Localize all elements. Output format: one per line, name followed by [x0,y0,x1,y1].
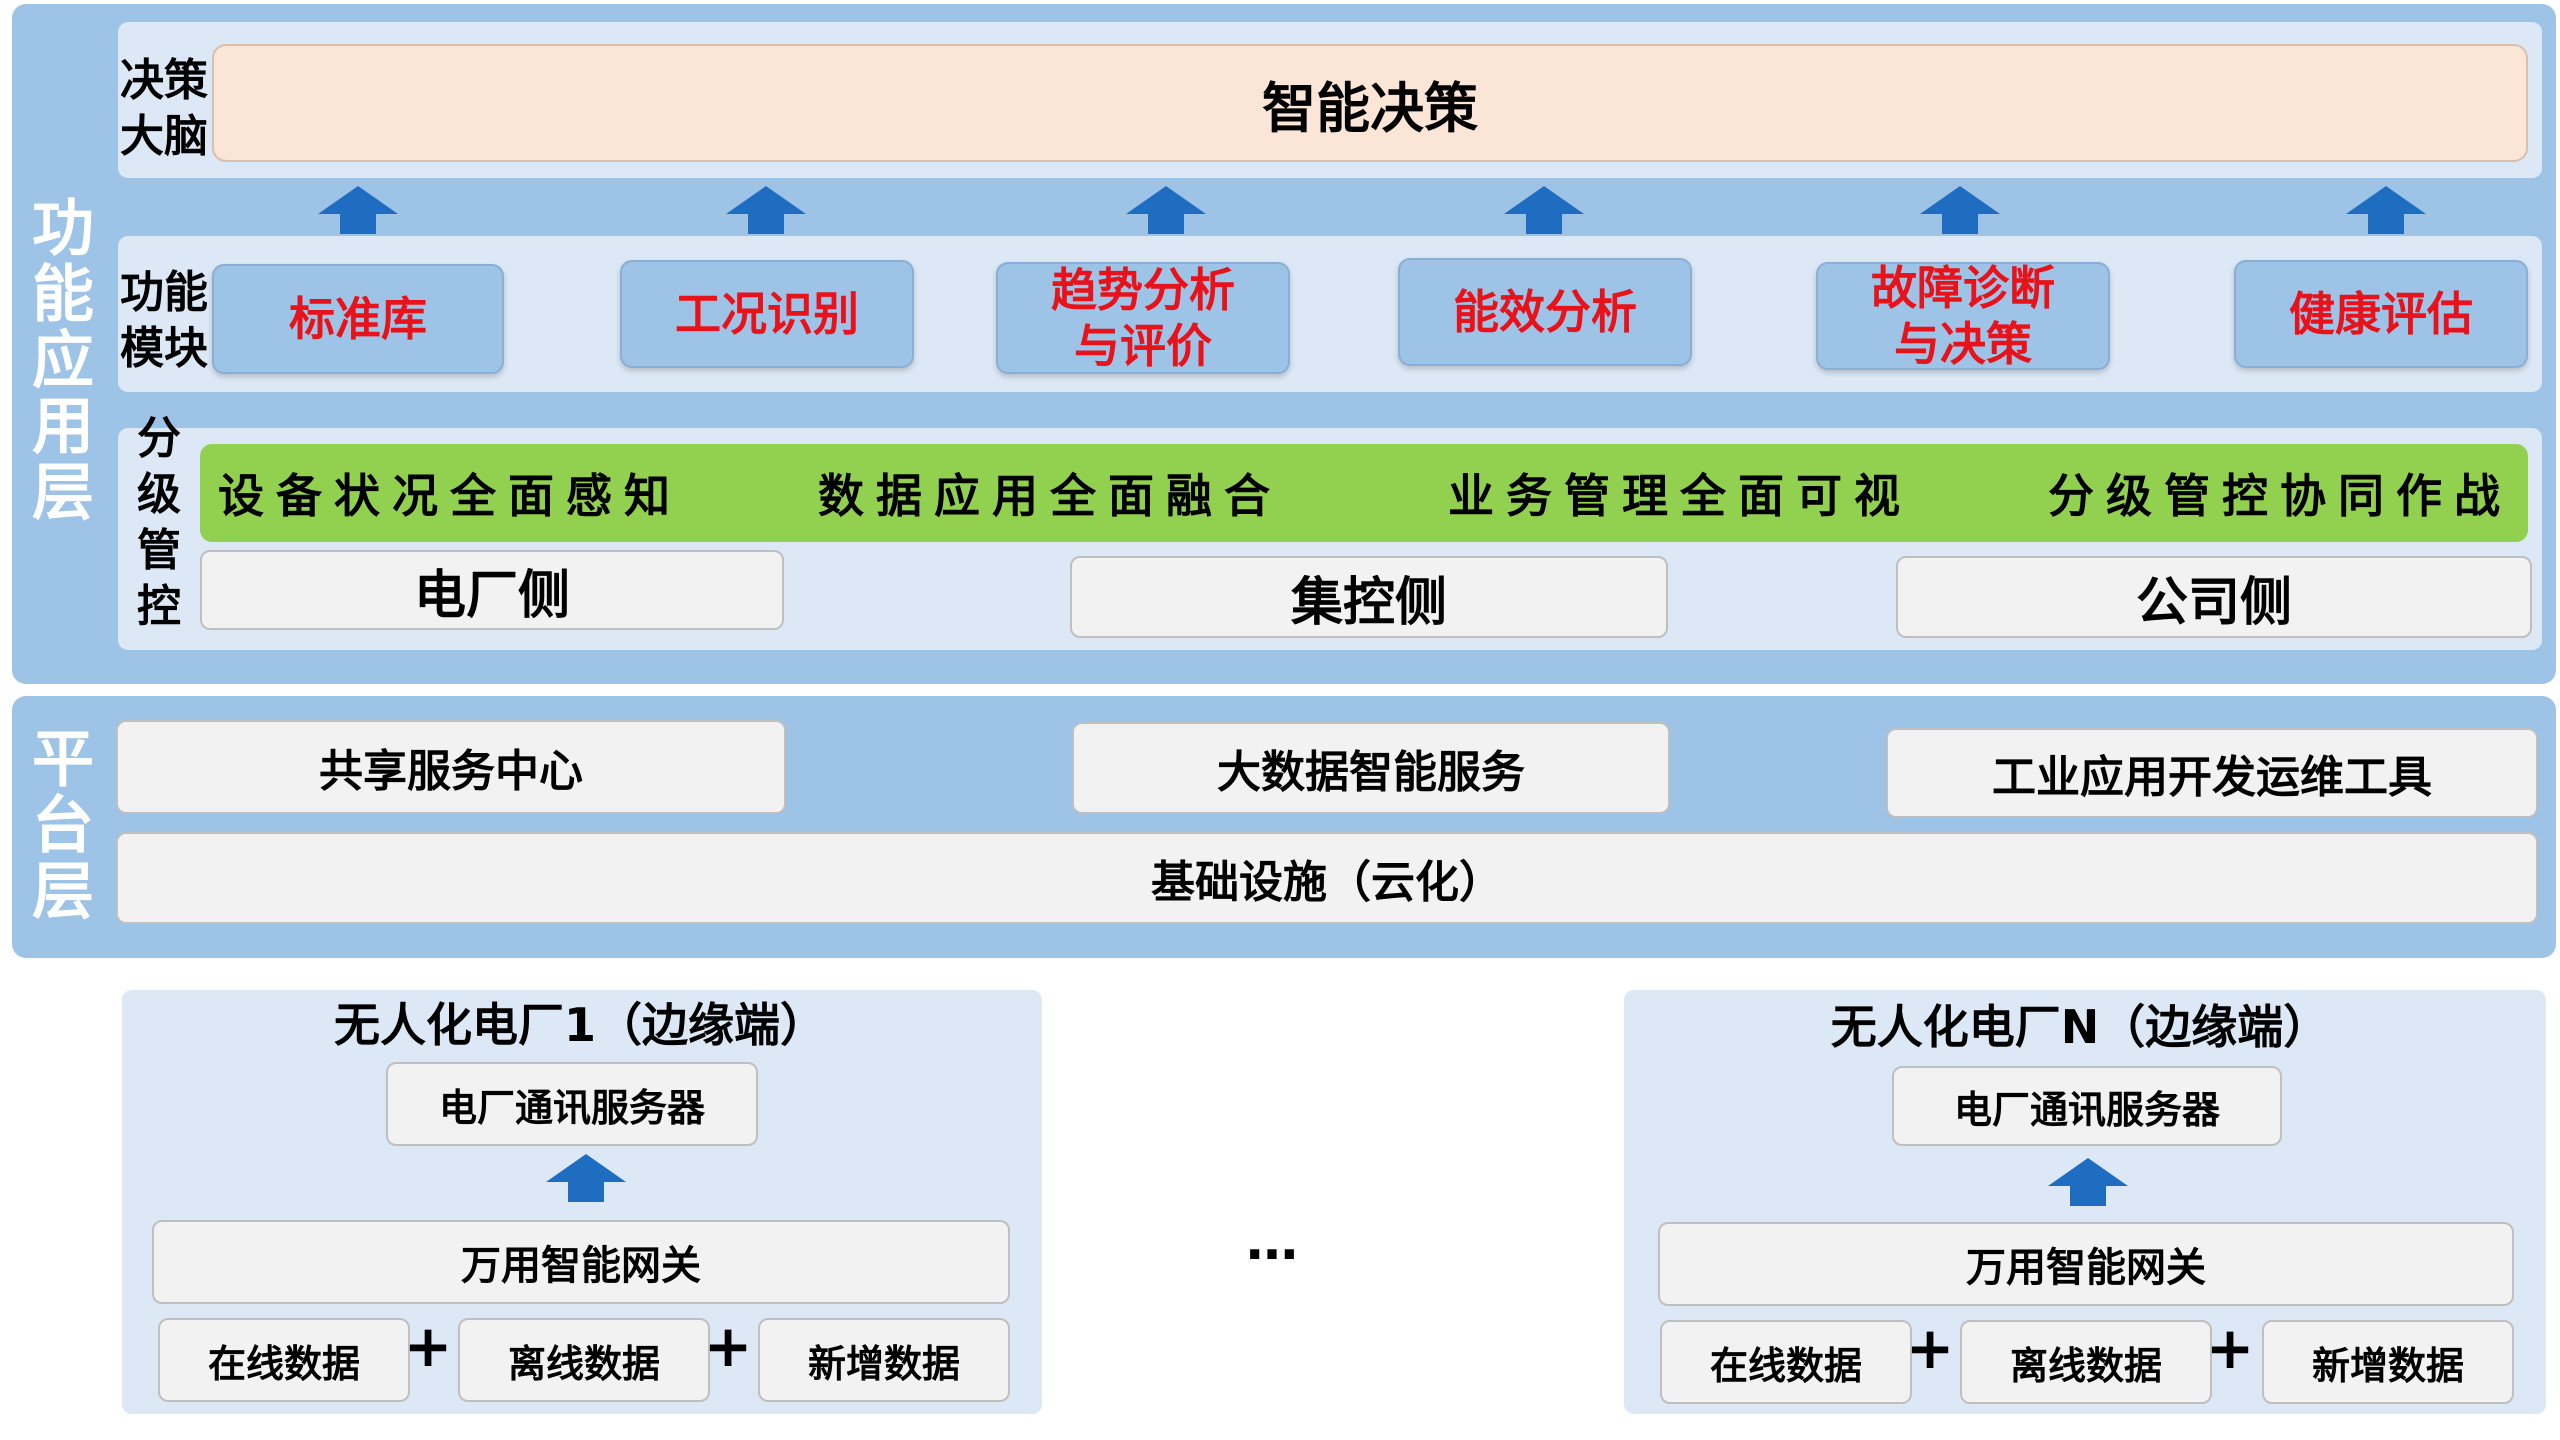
arrow-up-icon [1126,186,1206,234]
platform-layer-label: 平台层 [21,726,94,924]
edge-site-1-plus-2: + [703,1312,753,1380]
edge-site-n-plus-2: + [2205,1314,2255,1382]
function-layer-label: 功能应用层 [21,195,94,525]
module-health-assessment[interactable]: 健康评估 [2234,260,2528,368]
edge-site-n-server[interactable]: 电厂通讯服务器 [1892,1066,2282,1146]
control-features-bar [200,444,2528,542]
module-energy-efficiency[interactable]: 能效分析 [1398,258,1692,366]
intelligent-decision-box[interactable]: 智能决策 [212,44,2528,162]
edge-site-1-offline-data[interactable]: 离线数据 [458,1318,710,1402]
control-row-label: 分级 管控 [137,413,181,632]
edge-site-1-plus-1: + [403,1312,453,1380]
modules-row [118,236,2542,392]
edge-site-n-new-data[interactable]: 新增数据 [2262,1320,2514,1404]
arrow-up-icon [2346,186,2426,234]
shared-service-center[interactable]: 共享服务中心 [116,720,786,814]
edge-site-1-online-data[interactable]: 在线数据 [158,1318,410,1402]
feature-data-fusion: 数据应用全面融合 [818,469,1282,523]
side-power-plant[interactable]: 电厂侧 [200,550,784,630]
feature-equipment-perception: 设备状况全面感知 [218,469,682,523]
side-company[interactable]: 公司侧 [1896,556,2532,638]
feature-coordinated-control: 分级管控协同作战 [2048,469,2512,523]
infrastructure-cloud[interactable]: 基础设施（云化） [116,832,2538,924]
modules-row-label: 功能 模块 [120,267,208,374]
module-standard-library[interactable]: 标准库 [212,264,504,374]
side-central-control[interactable]: 集控侧 [1070,556,1668,638]
arrow-up-icon [318,186,398,234]
big-data-intelligent-service[interactable]: 大数据智能服务 [1072,722,1670,814]
module-trend-analysis[interactable]: 趋势分析 与评价 [996,262,1290,374]
arrow-up-icon [1504,186,1584,234]
edge-site-1-title: 无人化电厂1（边缘端） [333,998,826,1052]
edge-site-n-offline-data[interactable]: 离线数据 [1960,1320,2212,1404]
ellipsis: … [1246,1212,1298,1272]
edge-site-n-online-data[interactable]: 在线数据 [1660,1320,1912,1404]
arrow-up-icon [546,1154,626,1202]
feature-business-visualization: 业务管理全面可视 [1448,469,1912,523]
edge-site-1-new-data[interactable]: 新增数据 [758,1318,1010,1402]
decision-row-label: 决策 大脑 [120,55,208,162]
arrow-up-icon [2048,1158,2128,1206]
edge-site-n-plus-1: + [1905,1314,1955,1382]
arrow-up-icon [726,186,806,234]
edge-site-n-gateway[interactable]: 万用智能网关 [1658,1222,2514,1306]
industrial-app-devops-tools[interactable]: 工业应用开发运维工具 [1886,728,2538,818]
edge-site-1-gateway[interactable]: 万用智能网关 [152,1220,1010,1304]
edge-site-n-title: 无人化电厂N（边缘端） [1830,1000,2330,1054]
arrow-up-icon [1920,186,2000,234]
module-fault-diagnosis[interactable]: 故障诊断 与决策 [1816,261,2110,371]
module-condition-recognition[interactable]: 工况识别 [620,260,914,368]
edge-site-1-server[interactable]: 电厂通讯服务器 [386,1062,758,1146]
